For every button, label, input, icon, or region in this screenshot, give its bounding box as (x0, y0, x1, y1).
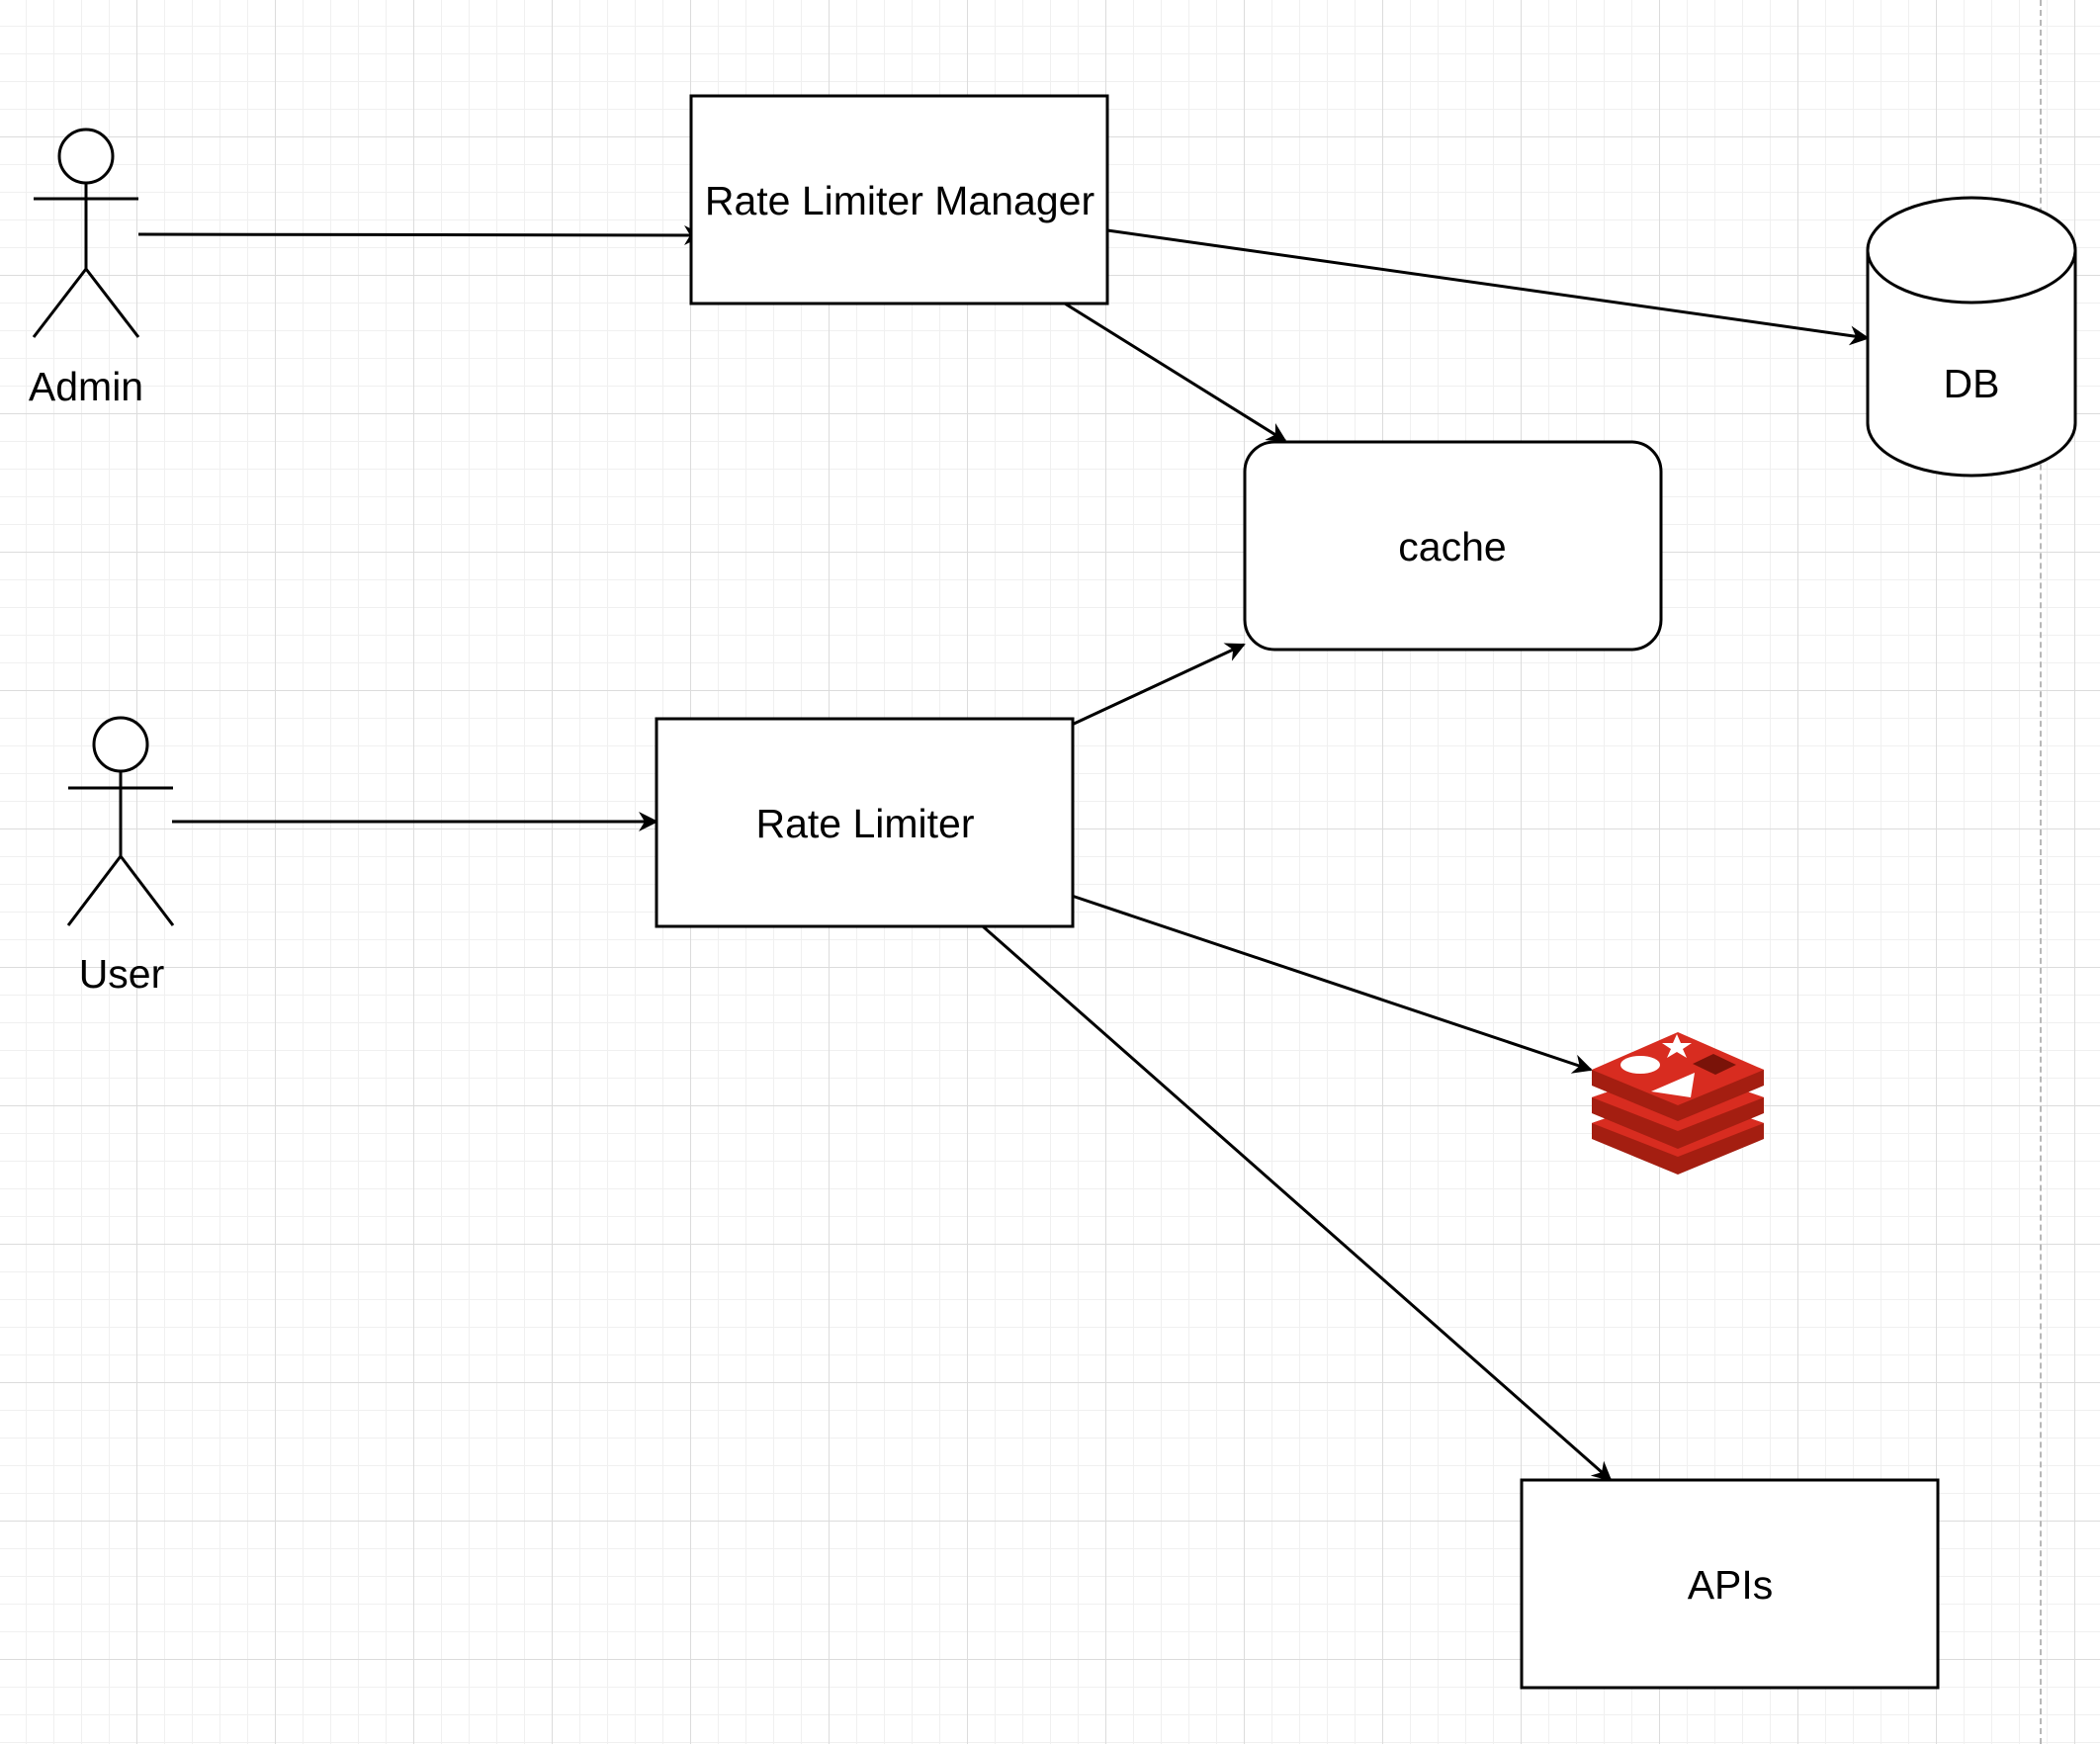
db-cylinder-top-rim (1866, 249, 2077, 305)
edge-admin-to-rate-limiter-manager[interactable] (137, 224, 704, 245)
stick-figure-icon (32, 128, 140, 338)
node-apis-label: APIs (1688, 1562, 1774, 1608)
actor-user[interactable]: User (66, 716, 175, 997)
node-rate-limiter-manager-label: Rate Limiter Manager (705, 178, 1094, 223)
db-cylinder-body (1866, 196, 2077, 478)
edge-rate-limiter-manager-to-cache[interactable] (1064, 302, 1287, 443)
actor-admin[interactable]: Admin (29, 128, 143, 409)
node-db[interactable]: DB (1866, 196, 2077, 478)
actor-user-label: User (79, 951, 165, 997)
edges (137, 224, 1870, 1482)
node-db-label: DB (1944, 361, 2000, 406)
node-rate-limiter-label: Rate Limiter (755, 801, 974, 846)
edge-rate-limiter-to-apis[interactable] (982, 924, 1613, 1482)
actor-admin-label: Admin (29, 364, 143, 409)
stick-figure-icon (66, 716, 175, 926)
edge-rate-limiter-to-redis[interactable] (1071, 894, 1593, 1074)
node-cache[interactable]: cache (1243, 440, 1663, 652)
node-rate-limiter-manager[interactable]: Rate Limiter Manager (689, 94, 1109, 305)
node-rate-limiter[interactable]: Rate Limiter (655, 717, 1075, 928)
page-boundary (2040, 0, 2042, 1744)
node-cache-label: cache (1398, 524, 1506, 569)
edge-rate-limiter-manager-to-db[interactable] (1106, 228, 1870, 346)
edge-rate-limiter-to-cache[interactable] (1071, 643, 1246, 727)
node-apis[interactable]: APIs (1520, 1478, 1940, 1690)
redis-icon[interactable] (1592, 1032, 1764, 1175)
